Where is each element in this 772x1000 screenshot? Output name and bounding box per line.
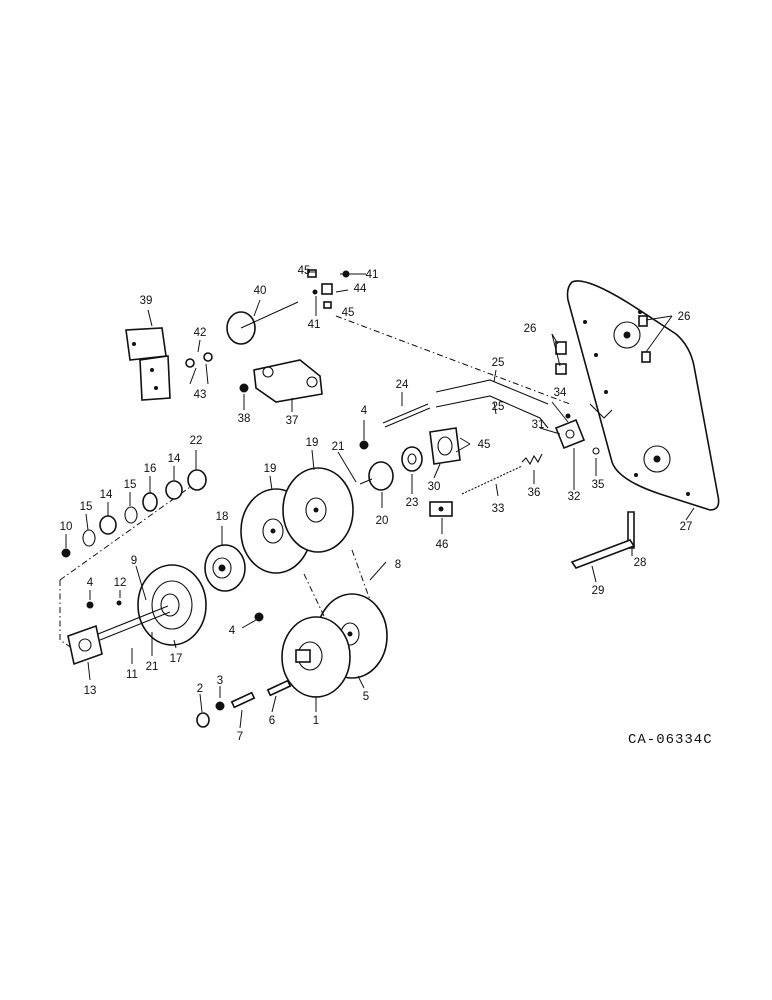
- callout-44: 44: [354, 283, 367, 295]
- callout-38: 38: [238, 413, 251, 425]
- callout-22: 22: [190, 435, 203, 447]
- callout-33: 33: [492, 503, 505, 515]
- callout-19-right: 19: [306, 437, 319, 449]
- support-strap: [570, 511, 636, 569]
- callout-25-mid: 25: [492, 401, 505, 413]
- callout-1: 1: [313, 715, 319, 727]
- idler-disc-40: [226, 301, 299, 345]
- callout-11: 11: [126, 669, 138, 681]
- leader-lines: [65, 271, 695, 729]
- callout-21-left: 21: [146, 661, 159, 673]
- small-parts-lower: [86, 440, 369, 728]
- callout-41-mid: 41: [308, 319, 321, 331]
- callout-20: 20: [376, 515, 389, 527]
- callout-45-right: 45: [478, 439, 491, 451]
- threaded-rod-33: [461, 465, 523, 495]
- pulley-17: [137, 564, 207, 646]
- tensioner-32-34: [554, 403, 613, 455]
- callout-31: 31: [532, 419, 545, 431]
- callout-5: 5: [363, 691, 369, 703]
- callout-4-mid: 4: [361, 405, 368, 417]
- rod-24: [382, 403, 431, 428]
- spring-36: [521, 453, 543, 466]
- shaft-9: [97, 605, 171, 641]
- callout-35: 35: [592, 479, 605, 491]
- callout-2: 2: [197, 683, 203, 695]
- callout-18: 18: [216, 511, 229, 523]
- callout-14-lower: 14: [100, 489, 113, 501]
- callout-32: 32: [568, 491, 581, 503]
- callout-4-left: 4: [87, 577, 94, 589]
- callout-9: 9: [131, 555, 137, 567]
- callout-29: 29: [592, 585, 605, 597]
- callout-24: 24: [396, 379, 409, 391]
- callout-45-top: 45: [298, 265, 311, 277]
- callout-25-top: 25: [492, 357, 505, 369]
- callout-41-top: 41: [366, 269, 379, 281]
- callout-46: 46: [436, 539, 449, 551]
- hub-18: [204, 544, 246, 592]
- belt-guard-plate: [566, 280, 720, 511]
- bearing-23: [401, 446, 423, 472]
- callout-40: 40: [254, 285, 267, 297]
- callout-12: 12: [114, 577, 127, 589]
- housing-37: [253, 359, 323, 403]
- callout-17: 17: [170, 653, 183, 665]
- callout-8: 8: [395, 559, 401, 571]
- callout-3: 3: [217, 675, 223, 687]
- callout-26-right: 26: [678, 311, 691, 323]
- callout-45-mid: 45: [342, 307, 355, 319]
- callout-10: 10: [60, 521, 73, 533]
- callout-34: 34: [554, 387, 567, 399]
- callout-42: 42: [194, 327, 207, 339]
- callout-36: 36: [528, 487, 541, 499]
- callout-19-left: 19: [264, 463, 277, 475]
- callout-13: 13: [84, 685, 97, 697]
- flange-bearing-13: [67, 624, 103, 666]
- callout-43: 43: [194, 389, 207, 401]
- callout-28: 28: [634, 557, 647, 569]
- callout-39: 39: [140, 295, 153, 307]
- callout-7: 7: [237, 731, 243, 743]
- callout-27: 27: [680, 521, 693, 533]
- callout-37: 37: [286, 415, 299, 427]
- callout-23: 23: [406, 497, 419, 509]
- small-hardware: [185, 269, 350, 393]
- callout-30: 30: [428, 481, 441, 493]
- drive-belt-8: [303, 549, 371, 617]
- mounting-bracket: [125, 327, 171, 401]
- callout-14-upper: 14: [168, 453, 181, 465]
- pulley-19b: [282, 467, 354, 553]
- callout-6: 6: [269, 715, 275, 727]
- idler-20: [359, 461, 394, 491]
- links-25: [435, 379, 549, 429]
- callout-labels: 39 40 42 43 38 37 45 41 44 45 41 26 26 2…: [60, 265, 693, 743]
- callout-4-lower: 4: [229, 625, 236, 637]
- drawing-reference-code: CA-06334C: [628, 732, 713, 748]
- callout-16: 16: [144, 463, 157, 475]
- bearings-spacers: [61, 469, 207, 558]
- callout-15-lower: 15: [80, 501, 93, 513]
- block-30: [429, 427, 461, 465]
- callout-26-left: 26: [524, 323, 537, 335]
- callout-15-upper: 15: [124, 479, 137, 491]
- plate-46: [429, 501, 453, 517]
- callout-21-mid: 21: [332, 441, 345, 453]
- pulley-1: [281, 616, 351, 698]
